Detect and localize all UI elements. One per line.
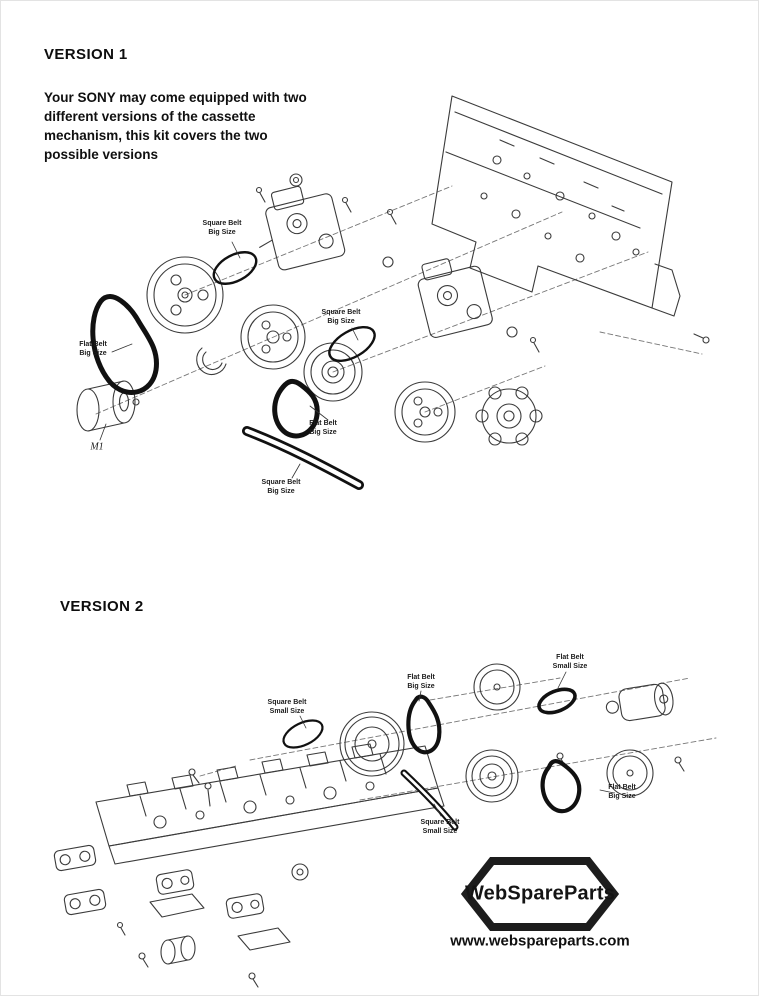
belt-label-flat-big-1: Flat Belt Big Size: [79, 340, 107, 357]
version1-description: Your SONY may come equipped with two dif…: [44, 90, 307, 163]
belt-label-square-small-2: Square Belt Small Size: [420, 818, 460, 835]
version1-diagram: [76, 95, 710, 490]
flat-belt-big-1: [406, 694, 442, 755]
motor-v2: [605, 682, 674, 722]
mechanism-block-b: [417, 258, 493, 338]
latch-parts: [53, 844, 309, 988]
square-belt-small-1: [282, 719, 324, 749]
flywheel: [394, 381, 456, 443]
flat-belt-small: [537, 687, 577, 715]
leader-lines-v2: [299, 671, 615, 817]
flat-belt-big-left: [90, 294, 159, 395]
belts-v1: [90, 251, 376, 490]
motor-label-m1: M1: [90, 441, 104, 453]
gear-wheel: [475, 386, 543, 446]
belt-label-flat-big-2: Flat Belt Big Size: [309, 419, 337, 436]
version1-title: VERSION 1: [44, 46, 128, 63]
version2-diagram: [53, 663, 717, 988]
pulley-small: [303, 342, 363, 402]
hexagon-logo-shape: [460, 857, 620, 931]
assembly-axis-lines: [95, 185, 703, 415]
pulley-v2-top: [473, 663, 521, 711]
flywheel-v2-large: [339, 711, 405, 777]
leader-lines-v1: [99, 241, 359, 479]
belt-label-flat-big-4: Flat Belt Big Size: [608, 783, 636, 800]
flat-belt-big-mid: [272, 378, 320, 439]
flywheel-v2-mid: [465, 749, 519, 803]
pulley-v2-right: [606, 749, 654, 797]
webspareparts-url: www.webspareparts.com: [450, 932, 630, 950]
assembly-axis-lines-v2: [199, 677, 717, 801]
square-belt-big-mid: [328, 325, 376, 363]
motor-m1: [76, 380, 140, 432]
belt-label-square-small-1: Square Belt Small Size: [267, 698, 307, 715]
chassis: [95, 743, 445, 865]
mechanism-block-a: [259, 185, 346, 271]
flat-belt-big-2: [540, 759, 582, 814]
pulley-large: [146, 256, 224, 334]
webspareparts-logo-text: WebSpareParts: [464, 882, 616, 905]
pulley-mid: [240, 304, 306, 370]
belt-label-square-big-2: Square Belt Big Size: [321, 308, 361, 325]
backplate: [431, 95, 710, 344]
belt-label-square-big-1: Square Belt Big Size: [202, 219, 242, 236]
version2-title: VERSION 2: [60, 598, 144, 615]
belts-v2: [282, 687, 582, 831]
square-belt-big-top: [212, 251, 258, 285]
belt-label-flat-big-3: Flat Belt Big Size: [407, 673, 435, 690]
belt-label-square-big-3: Square Belt Big Size: [261, 478, 301, 495]
belt-label-flat-small: Flat Belt Small Size: [552, 653, 588, 670]
collar-bracket: [196, 347, 227, 375]
